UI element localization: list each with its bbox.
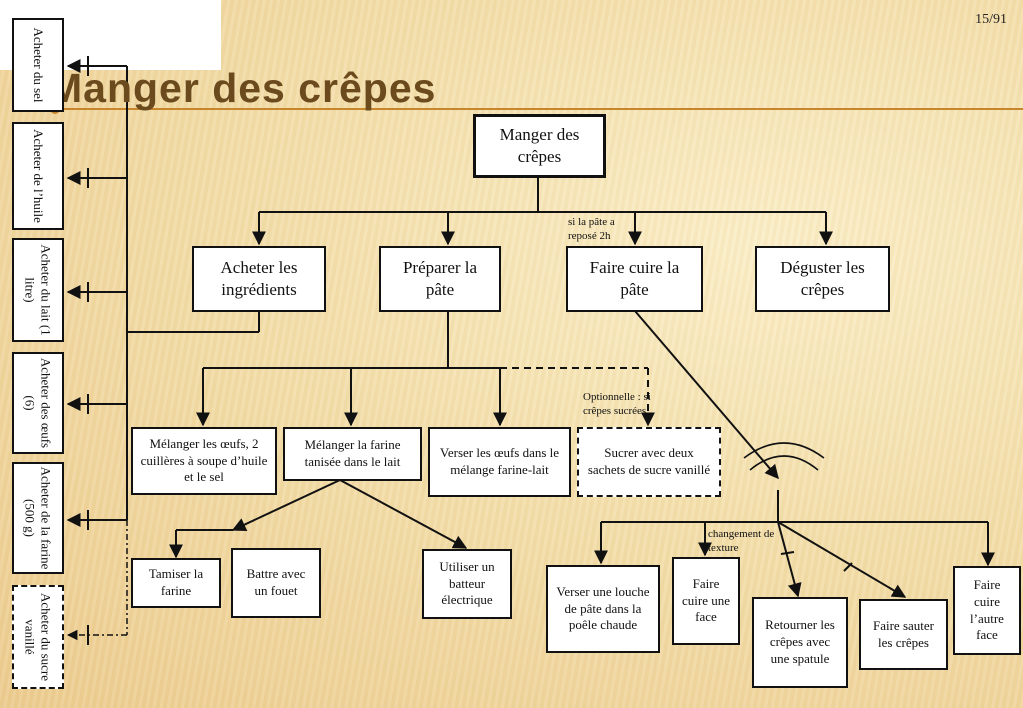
node-cuire-face: Faire cuire une face xyxy=(672,557,740,645)
purchase-sel: Acheter du sel xyxy=(12,18,64,112)
node-melanger-oeufs: Mélanger les œufs, 2 cuillères à soupe d… xyxy=(131,427,277,495)
node-retourner-crepes: Retourner les crêpes avec une spatule xyxy=(752,597,848,688)
node-preparer-pate: Préparer la pâte xyxy=(379,246,501,312)
node-acheter-ingredients: Acheter les ingrédients xyxy=(192,246,326,312)
slide-title: Manger des crêpes xyxy=(48,65,437,111)
node-manger-des-crepes: Manger des crêpes xyxy=(473,114,606,178)
purchase-huile: Acheter de l’huile xyxy=(12,122,64,230)
node-deguster: Déguster les crêpes xyxy=(755,246,890,312)
node-melanger-farine: Mélanger la farine tanisée dans le lait xyxy=(283,427,422,481)
note-repose-2h: si la pâte a reposé 2h xyxy=(568,216,615,242)
note-optionnelle: Optionnelle : si crêpes sucrées xyxy=(583,391,651,417)
purchase-oeufs: Acheter des œufs (6) xyxy=(12,352,64,454)
purchase-farine: Acheter de la farine (500 g) xyxy=(12,462,64,574)
node-tamiser-farine: Tamiser la farine xyxy=(131,558,221,608)
node-sauter-crepes: Faire sauter les crêpes xyxy=(859,599,948,670)
node-batteur-electrique: Utiliser un batteur électrique xyxy=(422,549,512,619)
purchase-sucre-vanille: Acheter du sucre vanillé xyxy=(12,585,64,689)
purchase-lait: Acheter du lait (1 litre) xyxy=(12,238,64,342)
node-verser-louche: Verser une louche de pâte dans la poêle … xyxy=(546,565,660,653)
node-battre-fouet: Battre avec un fouet xyxy=(231,548,321,618)
title-rule xyxy=(60,108,1023,110)
node-faire-cuire: Faire cuire la pâte xyxy=(566,246,703,312)
node-sucrer-vanille: Sucrer avec deux sachets de sucre vanill… xyxy=(577,427,721,497)
node-cuire-autre-face: Faire cuire l’autre face xyxy=(953,566,1021,655)
slide-number: 15/91 xyxy=(975,12,1007,27)
node-verser-oeufs: Verser les œufs dans le mélange farine-l… xyxy=(428,427,571,497)
note-changement-texture: changement de texture xyxy=(708,528,775,554)
